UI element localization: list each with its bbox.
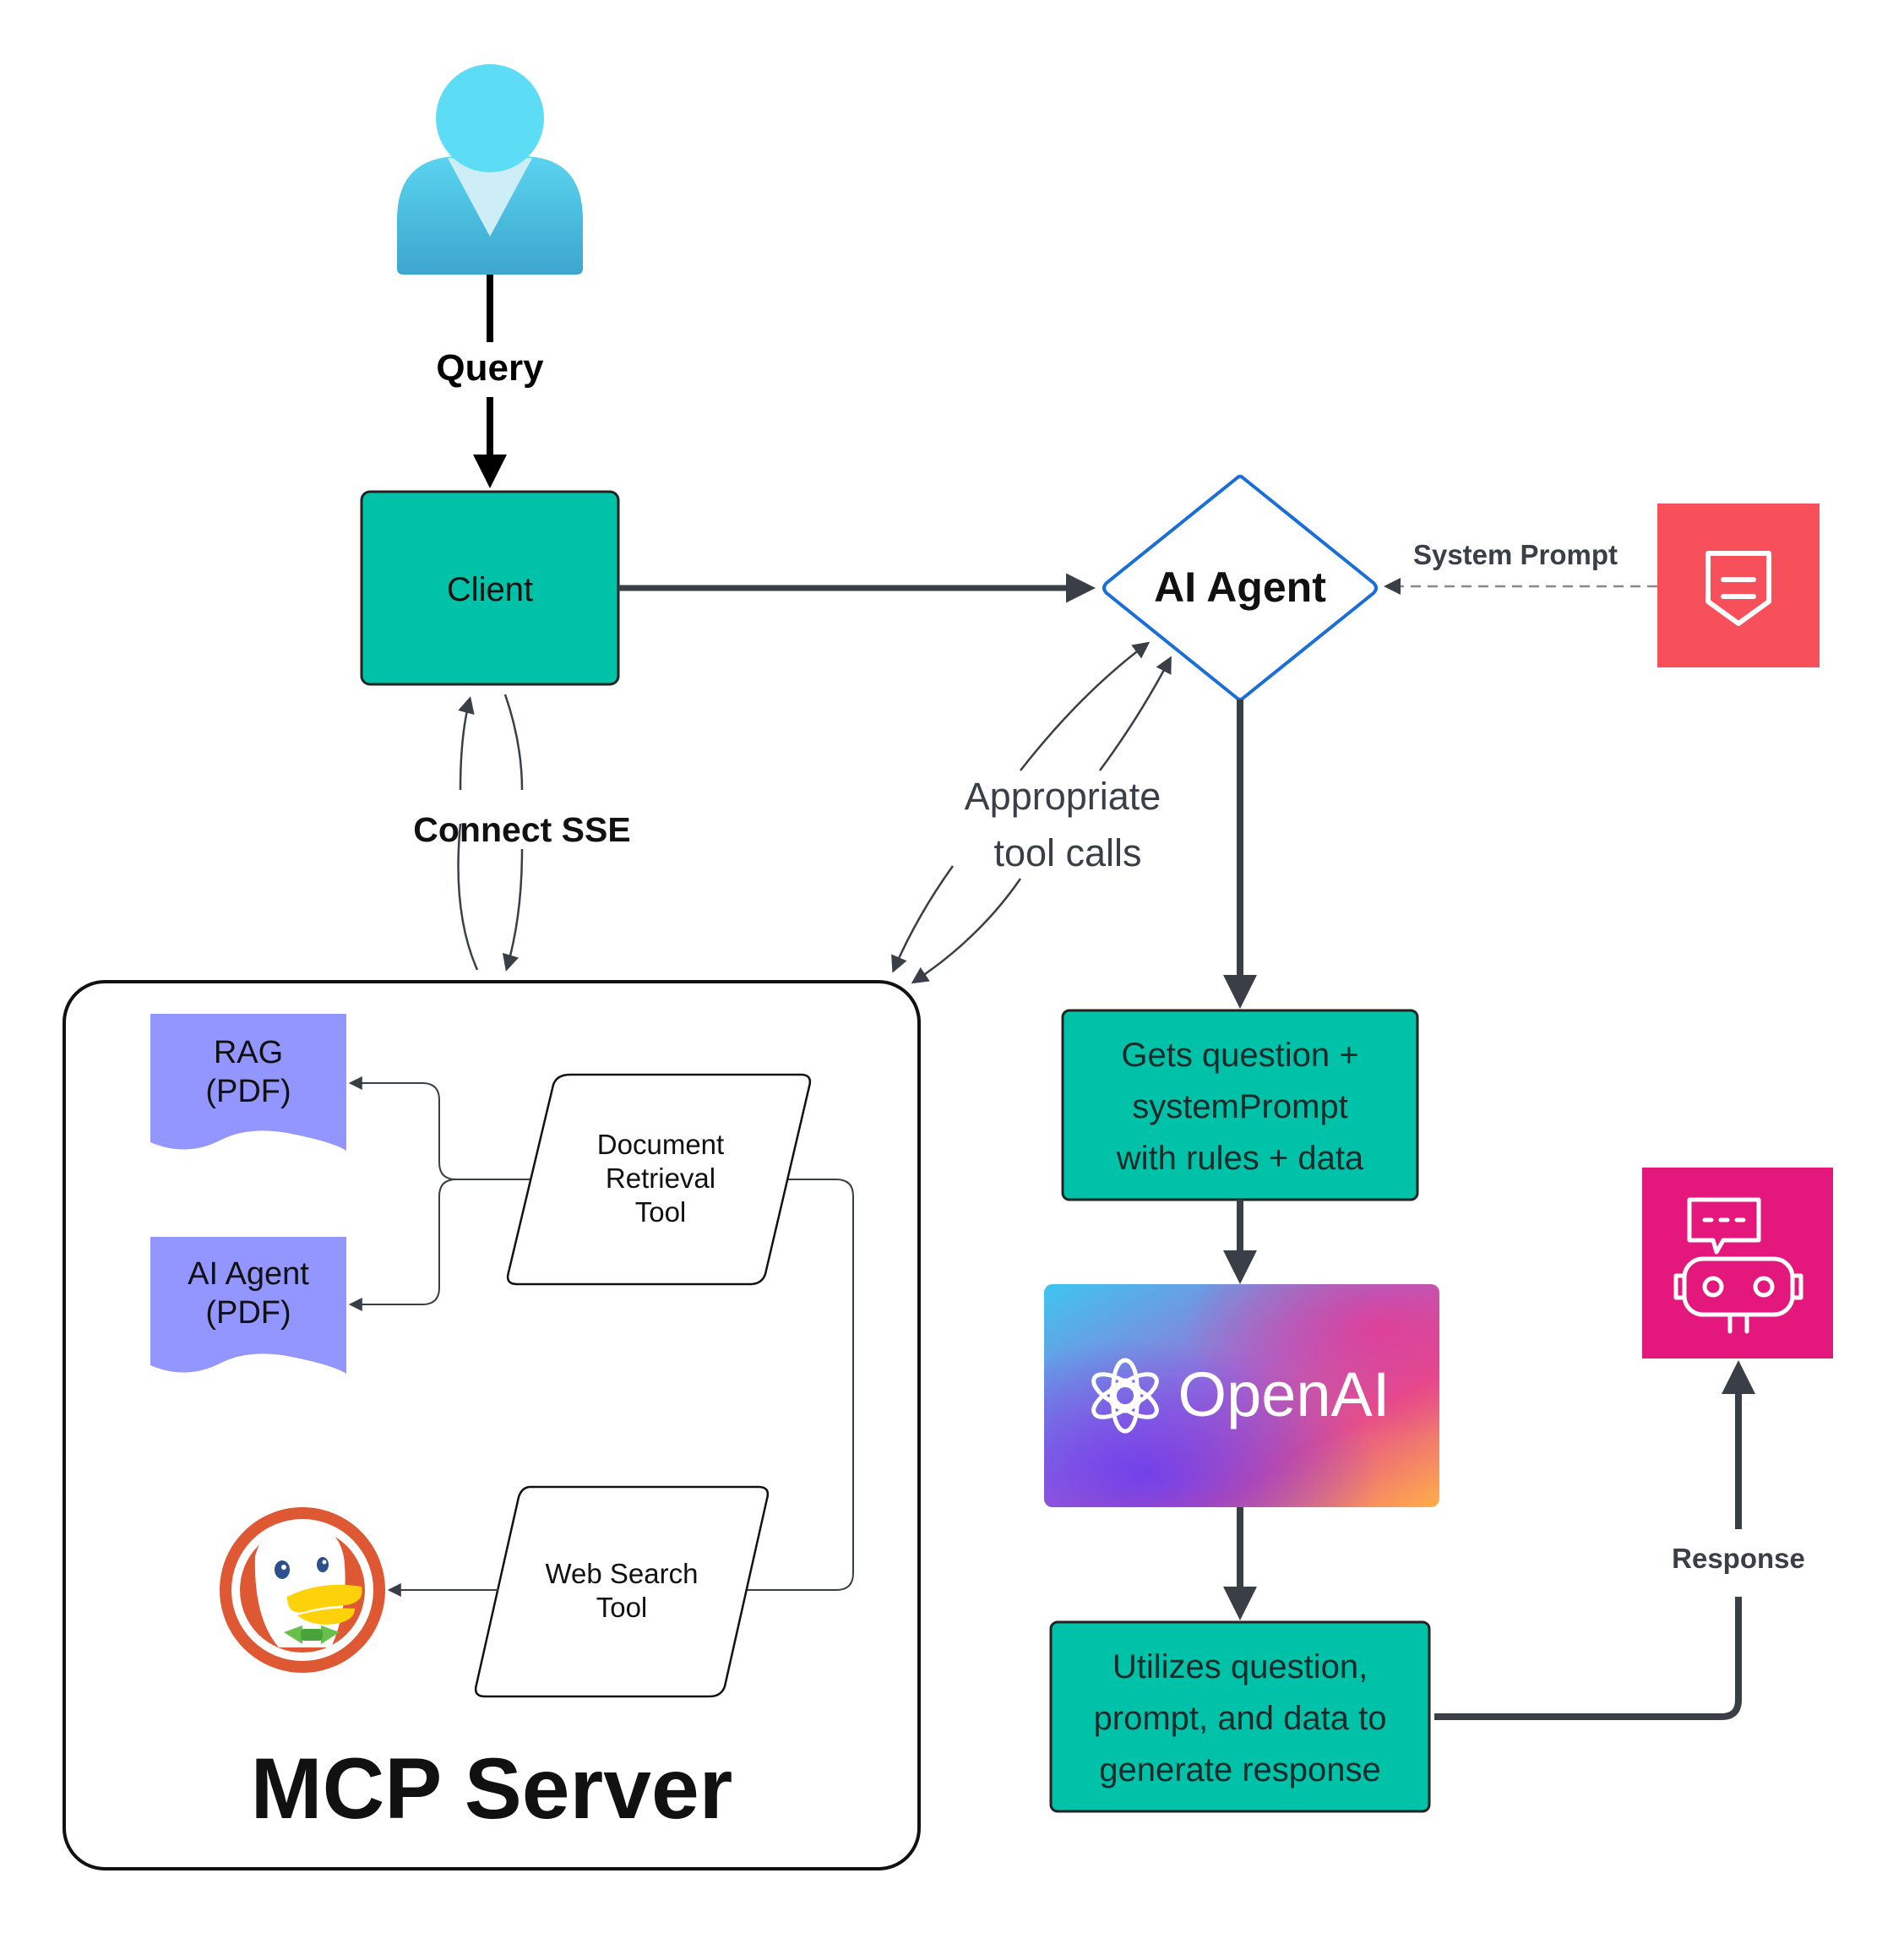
tool-calls-label-line2: tool calls xyxy=(993,831,1141,874)
gets-question-line3: with rules + data xyxy=(1116,1140,1364,1177)
response-label: Response xyxy=(1672,1543,1805,1574)
utilizes-line1: Utilizes question, xyxy=(1112,1648,1368,1685)
ai-agent-diamond: AI Agent xyxy=(1102,475,1378,701)
utilizes-line2: prompt, and data to xyxy=(1094,1700,1387,1737)
web-search-label-line2: Tool xyxy=(596,1592,648,1623)
tool-calls-connector: Appropriate tool calls xyxy=(891,641,1172,984)
web-search-label-line1: Web Search xyxy=(546,1558,699,1589)
system-prompt-connector: System Prompt xyxy=(1384,539,1657,595)
document-retrieval-tool: Document Retrieval Tool xyxy=(506,1073,812,1286)
web-search-tool: Web Search Tool xyxy=(474,1485,770,1698)
rag-pdf-document: RAG (PDF) xyxy=(150,1014,346,1151)
user-person-icon xyxy=(397,64,583,275)
document-tool-label-line2: Retrieval xyxy=(606,1163,715,1194)
ai-agent-pdf-label-line2: (PDF) xyxy=(205,1295,291,1331)
tool-calls-label-line1: Appropriate xyxy=(965,775,1161,818)
chatbot-robot-icon xyxy=(1642,1168,1833,1359)
utilizes-line3: generate response xyxy=(1099,1751,1381,1789)
document-tool-label-line1: Document xyxy=(597,1129,724,1160)
system-prompt-label: System Prompt xyxy=(1413,539,1618,570)
gets-question-box: Gets question + systemPrompt with rules … xyxy=(1061,1009,1419,1201)
rag-pdf-label-line1: RAG xyxy=(214,1035,283,1070)
openai-block: OpenAI xyxy=(1044,1284,1439,1507)
document-tool-label-line3: Tool xyxy=(635,1196,687,1228)
connect-sse-connector: Connect SSE xyxy=(413,694,631,972)
rag-pdf-label-line2: (PDF) xyxy=(205,1074,291,1109)
duckduckgo-logo xyxy=(220,1507,385,1673)
ai-agent-pdf-document: AI Agent (PDF) xyxy=(150,1237,346,1374)
connect-sse-label: Connect SSE xyxy=(413,810,630,849)
openai-label: OpenAI xyxy=(1178,1359,1390,1429)
response-connector: Response xyxy=(1434,1360,1805,1720)
document-tool-connectors xyxy=(348,1076,854,1591)
mcp-server-container: MCP Server xyxy=(63,980,921,1870)
client-box: Client xyxy=(360,490,620,686)
gets-question-line1: Gets question + xyxy=(1121,1037,1358,1074)
client-label: Client xyxy=(447,571,533,608)
ai-agent-label: AI Agent xyxy=(1154,564,1326,611)
query-arrow: Query xyxy=(436,275,544,488)
ai-agent-pdf-label-line1: AI Agent xyxy=(188,1256,309,1292)
query-label: Query xyxy=(436,347,544,389)
openai-logo xyxy=(1091,1358,1159,1434)
shield-document-icon xyxy=(1657,504,1820,667)
gets-question-line2: systemPrompt xyxy=(1132,1088,1348,1125)
utilizes-box: Utilizes question, prompt, and data to g… xyxy=(1049,1620,1431,1813)
mcp-server-label: MCP Server xyxy=(251,1740,733,1837)
